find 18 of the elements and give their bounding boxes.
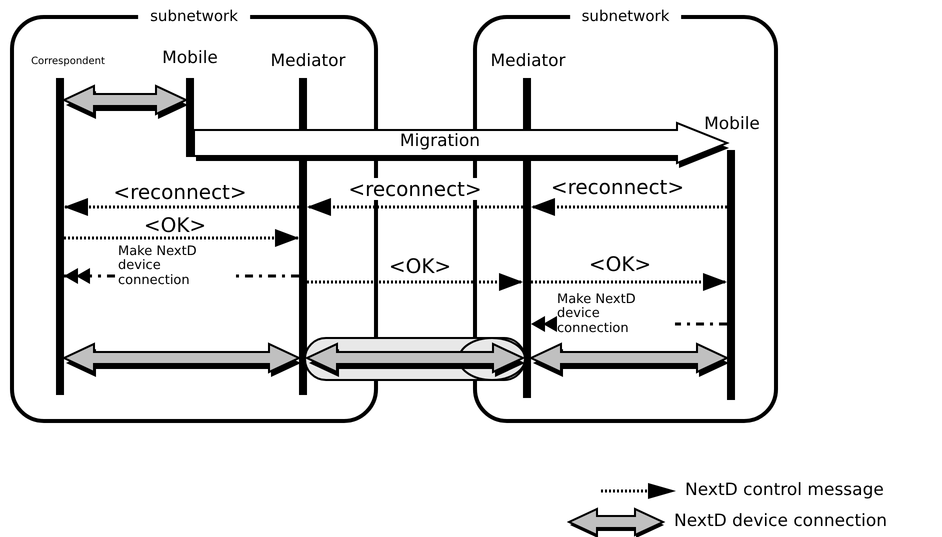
participant-label: Correspondent: [30, 56, 106, 68]
dotted-arrow: [531, 273, 727, 291]
dotted-arrow: [64, 229, 299, 247]
double-arrow: [62, 342, 302, 377]
dotted-arrow: [64, 198, 299, 216]
legend-label: NextD device connection: [674, 511, 888, 532]
double-arrow: [528, 342, 730, 377]
block-arrow: [193, 122, 730, 168]
participant-label: Mobile: [703, 114, 761, 136]
participant-label: Mediator: [489, 51, 567, 72]
dotted-arrow: [307, 198, 523, 216]
participant-label: Mediator: [269, 51, 347, 72]
edge-label: Migration: [398, 132, 482, 151]
legend-label: NextD control message: [685, 480, 884, 502]
dotted-arrow: [307, 273, 523, 291]
participant-label: Mobile: [161, 48, 219, 70]
dotted-arrow: [531, 198, 727, 216]
double-arrow: [62, 84, 188, 119]
